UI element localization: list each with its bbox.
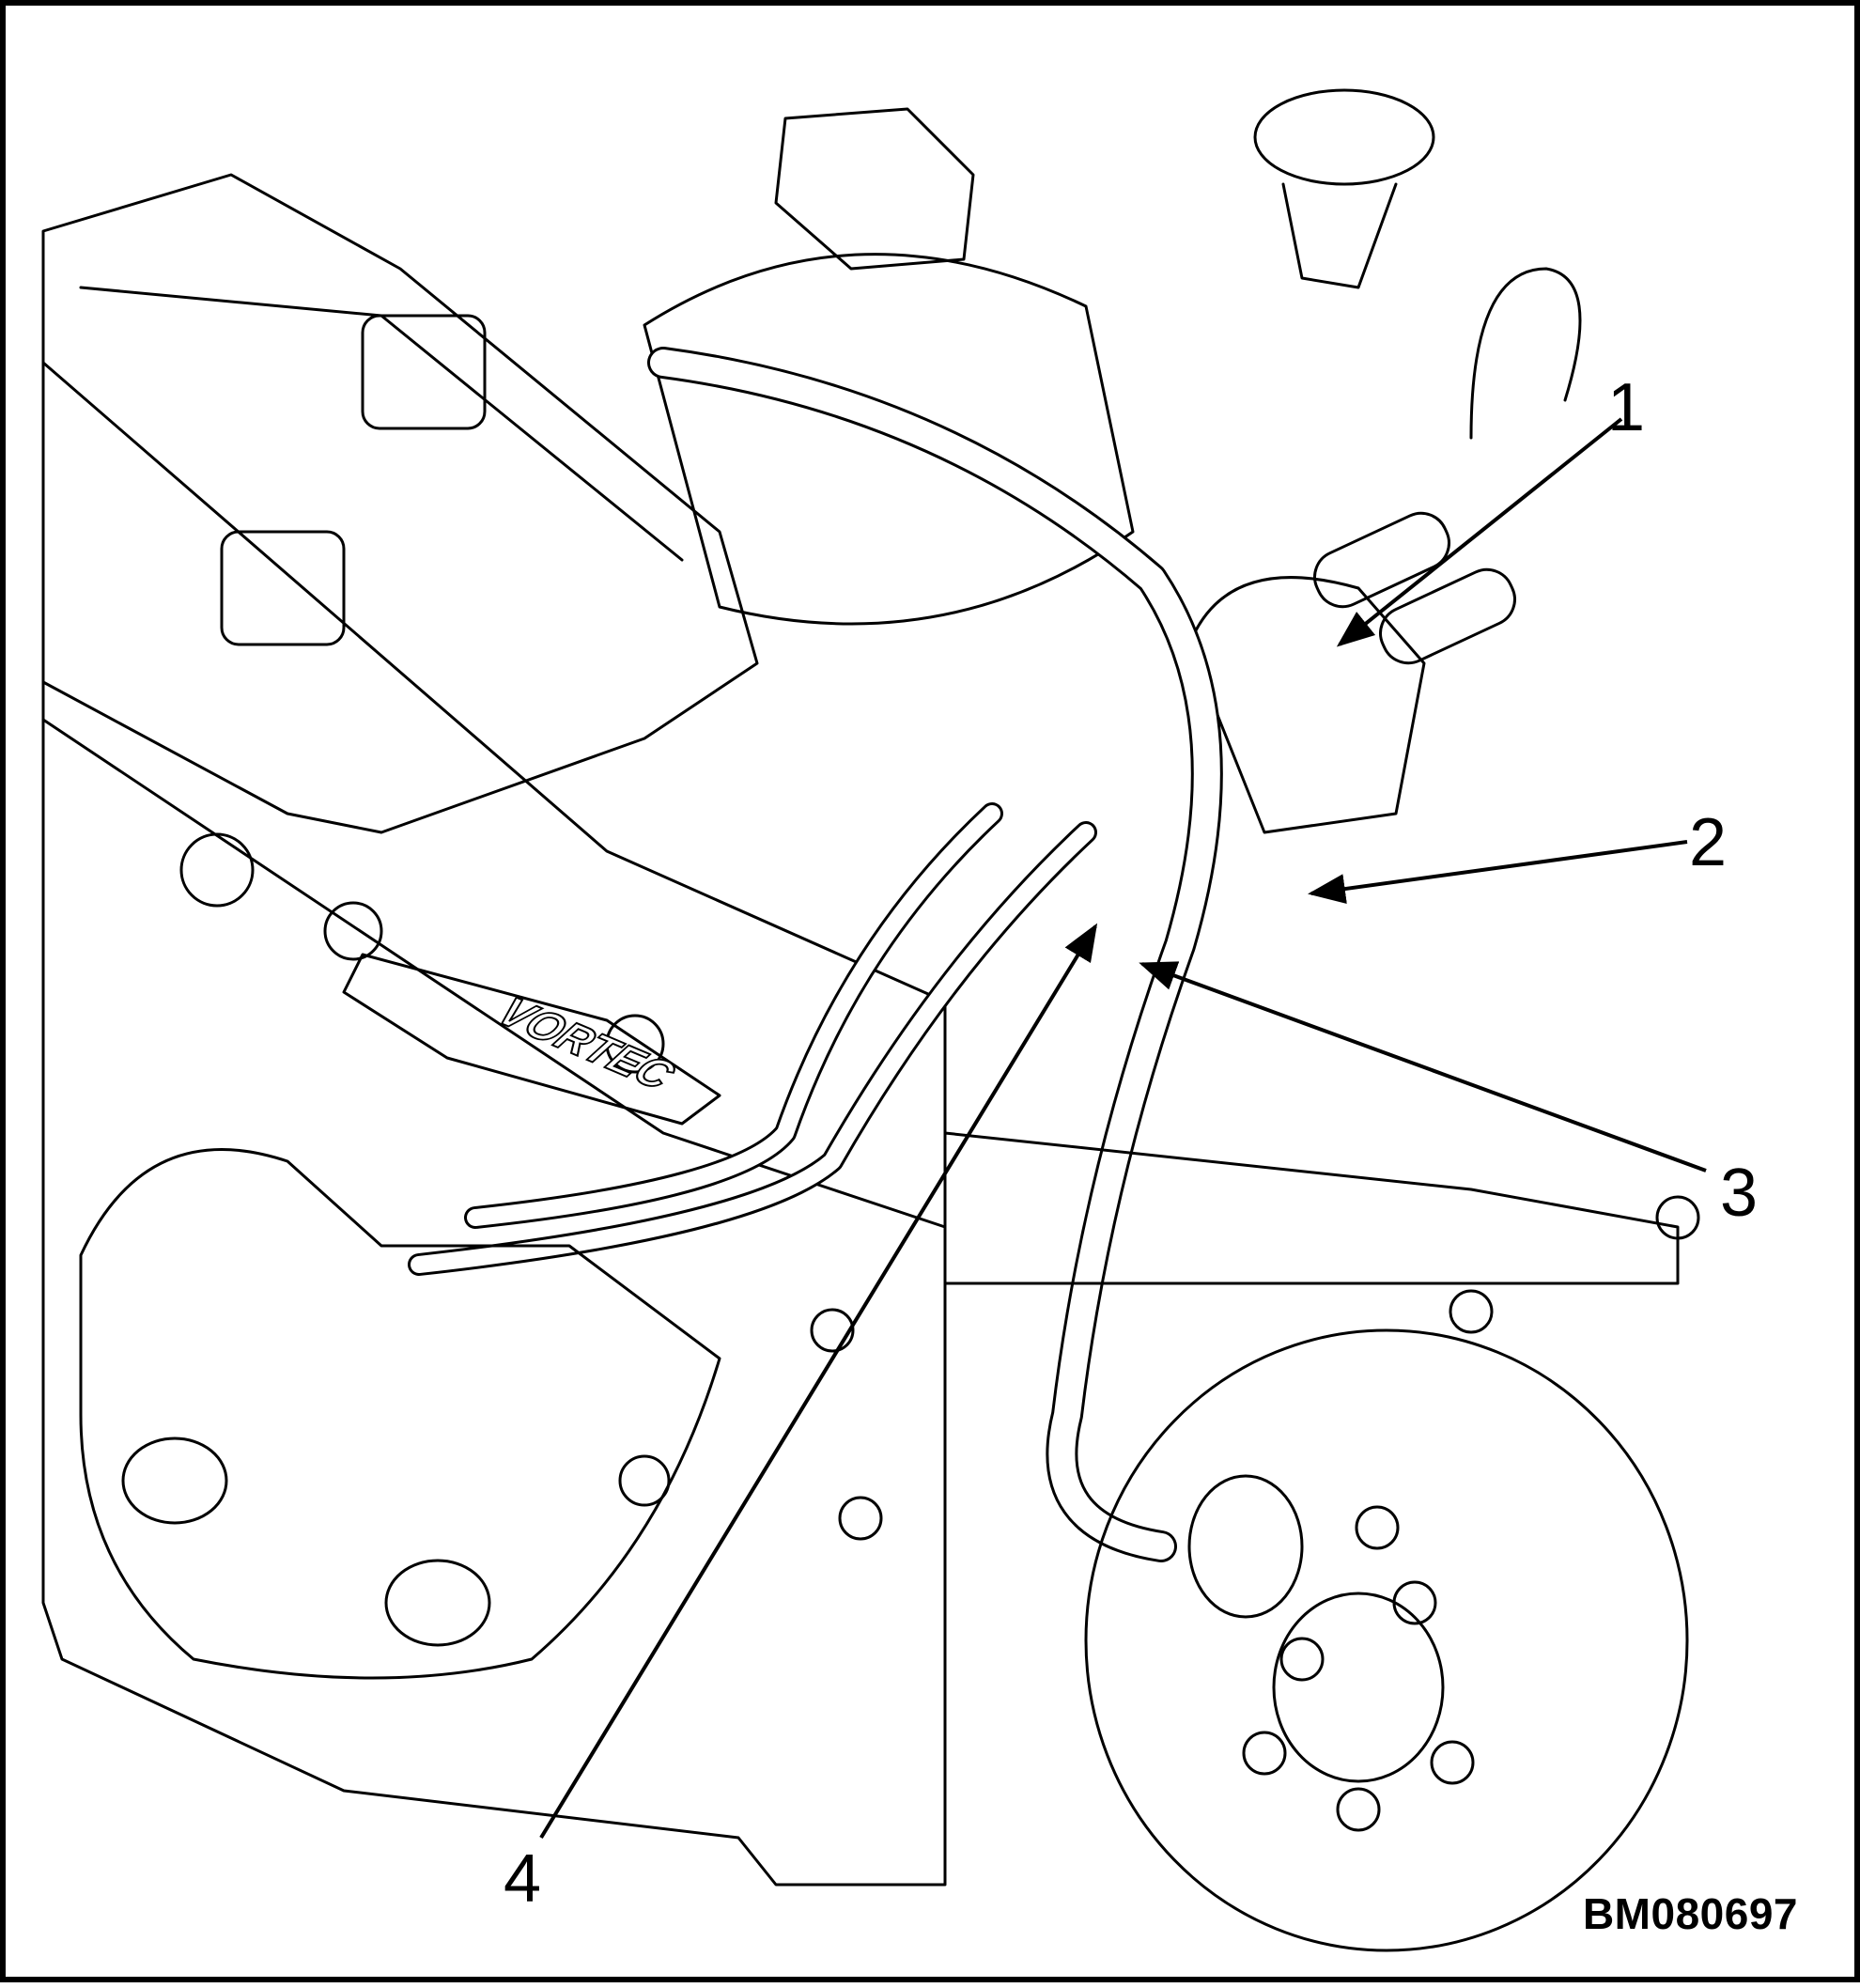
callout-leader-2 [1308,842,1687,904]
bolt-heads [181,834,1698,1830]
callout-3: 3 [1720,1156,1759,1231]
engine-illustration: VORTEC [6,6,1860,1988]
control-module [776,109,973,269]
callout-leader-1 [1336,419,1621,647]
exhaust-port [386,1561,489,1645]
injector-connector [1372,561,1523,672]
callout-4: 4 [504,1841,542,1917]
callout-leader-3 [1139,961,1706,1171]
callout-1: 1 [1607,370,1646,445]
ignition-coil [363,316,485,428]
callout-leader-4 [541,923,1098,1838]
ignition-coil [222,532,344,645]
flexplate [1086,1330,1687,1950]
exhaust-port [123,1438,226,1523]
harness-connector-round [1189,1476,1302,1617]
figure-id: BM080697 [1582,1889,1798,1938]
exhaust-manifold [81,1150,720,1679]
injector-connector [1306,505,1457,615]
callout-2: 2 [1689,805,1728,880]
wordmark-plate [344,955,720,1124]
engine-bracket [945,1133,1678,1283]
engine-block-outline [43,363,945,1885]
intake-manifold [644,255,1133,624]
engine-valley [43,720,945,1227]
valve-cover [43,175,757,832]
oil-fill-cap [1255,90,1434,184]
dipstick-handle [1471,269,1580,438]
